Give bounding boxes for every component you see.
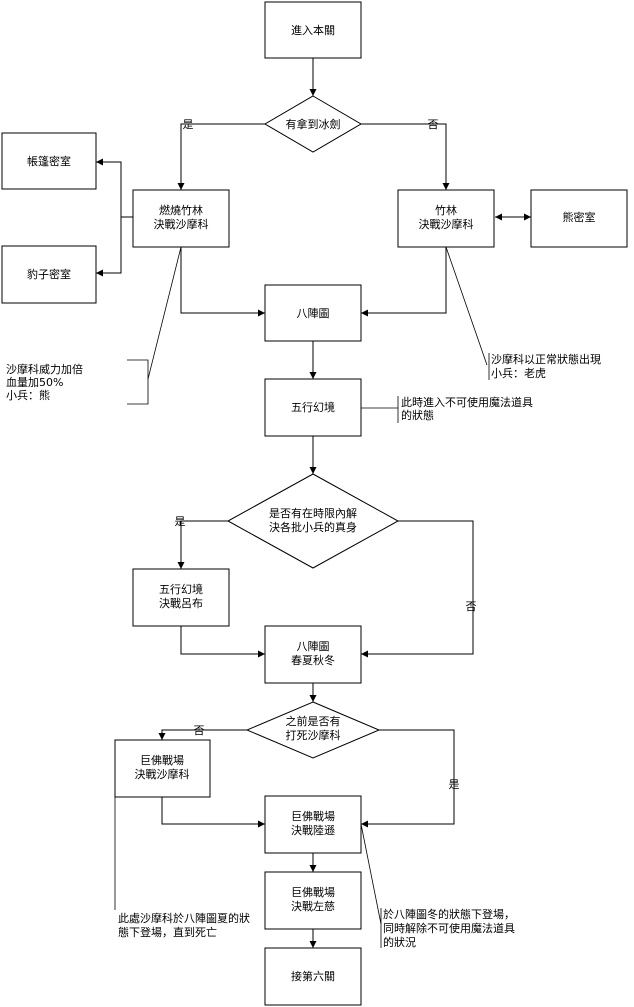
- decision-killed-text-1: 之前是否有: [286, 714, 341, 728]
- edge-time-yes: [177, 520, 228, 569]
- node-wuxing-1-text: 五行幻境: [291, 400, 335, 414]
- edge-lubu-to-bazhen2: [180, 626, 265, 658]
- node-bazhen-1: 八陣圖: [264, 284, 362, 342]
- node-bamboo-text-1: 竹林: [435, 203, 457, 217]
- note-bamboo-line-2: 小兵：老虎: [491, 367, 546, 380]
- node-tent-room-text: 帳篷密室: [27, 154, 71, 168]
- edge-to-tent-room: [96, 158, 122, 217]
- note-wuxing-line-1: 此時進入不可使用魔法道具: [401, 395, 533, 409]
- node-burn-text-2: 決戰沙摩科: [154, 217, 209, 231]
- node-buddha-sha: 巨佛戰場 決戰沙摩科: [114, 739, 211, 798]
- node-buddha-lu-text-2: 決戰陸遜: [291, 823, 335, 837]
- note-lu-line-2: 同時解除不可使用魔法道具: [383, 921, 515, 935]
- decision-sword: 有拿到冰劍: [264, 95, 362, 153]
- label-killed-no: 否: [194, 724, 205, 737]
- edge-sword-no: [361, 123, 450, 190]
- decision-time: 是否有在時限內解 決各批小兵的真身: [226, 473, 400, 569]
- label-sword-no: 否: [428, 118, 439, 131]
- node-bazhen-2-text-2: 春夏秋冬: [291, 653, 335, 667]
- node-burn-bamboo: 燃燒竹林 決戰沙摩科: [132, 189, 230, 248]
- node-leopard-room-text: 豹子密室: [27, 267, 71, 281]
- node-bazhen-2: 八陣圖 春夏秋冬: [264, 625, 362, 684]
- node-bamboo-text-2: 決戰沙摩科: [419, 217, 474, 231]
- node-buddha-lu-text-1: 巨佛戰場: [291, 810, 335, 823]
- decision-sword-text: 有拿到冰劍: [286, 117, 341, 131]
- node-buddha-zuo-text-2: 決戰左慈: [291, 899, 335, 913]
- node-wuxing-lubu-text-1: 五行幻境: [159, 582, 203, 596]
- node-buddha-sha-text-1: 巨佛戰場: [140, 754, 184, 767]
- label-time-yes: 是: [175, 515, 186, 528]
- node-bazhen-1-text: 八陣圖: [297, 307, 330, 320]
- note-lu-line-3: 的狀況: [383, 935, 416, 949]
- node-buddha-zuo-text-1: 巨佛戰場: [291, 886, 335, 899]
- node-buddha-zuo: 巨佛戰場 決戰左慈: [264, 871, 362, 930]
- decision-killed-text-2: 打死沙摩科: [286, 728, 341, 742]
- note-sha-line-2: 態下登場，直到死亡: [118, 925, 217, 939]
- edge-killed-yes: [361, 729, 455, 828]
- edge-killed-no: [158, 729, 247, 740]
- node-enter-text: 進入本關: [291, 23, 335, 37]
- node-next: 接第六關: [264, 947, 362, 1006]
- node-wuxing-lubu: 五行幻境 決戰呂布: [132, 568, 230, 627]
- note-burn-line-3: 小兵：熊: [6, 388, 50, 402]
- note-lu: 於八陣圖冬的狀態下登場， 同時解除不可使用魔法道具 的狀況: [380, 907, 515, 949]
- node-leopard-room: 豹子密室: [1, 245, 97, 304]
- note-lu-line-1: 於八陣圖冬的狀態下登場，: [383, 907, 515, 921]
- note-line-lu: [360, 823, 382, 925]
- decision-killed: 之前是否有 打死沙摩科: [245, 701, 381, 759]
- node-bazhen-2-text-1: 八陣圖: [297, 640, 330, 653]
- edge-bamboo-to-bazhen: [361, 247, 447, 317]
- note-wuxing: 此時進入不可使用魔法道具 的狀態: [397, 395, 533, 423]
- node-buddha-lu: 巨佛戰場 決戰陸遜: [264, 795, 362, 854]
- node-tent-room: 帳篷密室: [1, 132, 97, 190]
- connectors: [96, 58, 531, 948]
- note-bamboo-line-1: 沙摩科以正常狀態出現: [491, 352, 601, 366]
- note-line-bamboo: [445, 246, 488, 366]
- label-sword-yes: 是: [183, 118, 194, 131]
- edge-burn-to-bazhen: [180, 247, 265, 317]
- edge-sha-to-lu: [161, 797, 265, 828]
- node-bear-room: 熊密室: [530, 189, 628, 248]
- note-bracket-burn: [127, 359, 149, 405]
- edge-sword-yes: [177, 123, 265, 190]
- node-enter: 進入本關: [264, 1, 362, 59]
- label-time-no: 否: [466, 600, 477, 613]
- node-next-text: 接第六關: [291, 969, 335, 983]
- node-wuxing-lubu-text-2: 決戰呂布: [159, 597, 203, 610]
- node-wuxing-1: 五行幻境: [264, 378, 362, 437]
- note-sha-line-1: 此處沙摩科於八陣圖夏的狀: [118, 911, 250, 925]
- note-burn-line-2: 血量加50%: [6, 375, 63, 389]
- note-wuxing-line-2: 的狀態: [401, 408, 434, 422]
- note-burn-line-1: 沙摩科威力加倍: [6, 362, 83, 376]
- edge-time-no: [361, 520, 474, 658]
- node-bear-room-text: 熊密室: [563, 210, 596, 224]
- note-line-burn: [147, 246, 182, 380]
- note-sha: 此處沙摩科於八陣圖夏的狀 態下登場，直到死亡: [118, 911, 250, 939]
- label-killed-yes: 是: [449, 778, 460, 791]
- node-bamboo: 竹林 決戰沙摩科: [397, 189, 495, 248]
- node-buddha-sha-text-2: 決戰沙摩科: [135, 767, 190, 781]
- decision-time-text-1: 是否有在時限內解: [269, 506, 357, 520]
- node-burn-text-1: 燃燒竹林: [159, 203, 203, 217]
- note-bamboo: 沙摩科以正常狀態出現 小兵：老虎: [488, 352, 601, 380]
- decision-time-text-2: 決各批小兵的真身: [269, 520, 357, 534]
- note-burn: 沙摩科威力加倍 血量加50% 小兵：熊: [6, 362, 83, 402]
- edge-to-leopard-room: [96, 217, 122, 277]
